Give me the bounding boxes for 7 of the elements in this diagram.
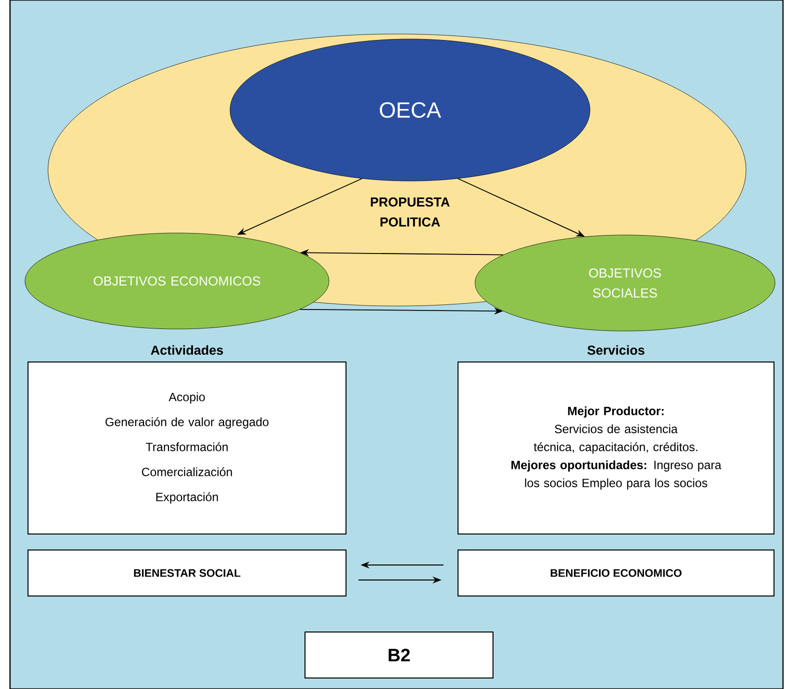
text-box: Servicios Mejor Productor: Servicios de asistencia técnica, capacitación, créditos. Mejores oportunidades: Ingreso para los socios Empleo para los socios bbox=[458, 345, 774, 534]
node-label: Servicios bbox=[587, 345, 644, 355]
node-label: Actividades bbox=[150, 345, 223, 355]
text-box: B2 bbox=[304, 632, 494, 678]
text-box: BIENESTAR SOCIAL bbox=[28, 550, 346, 596]
text-box: Actividades Acopio Generación de valor agregado Transformación Comercialización Exportación bbox=[28, 345, 346, 534]
text-box: BENEFICIO ECONOMICO bbox=[458, 550, 774, 596]
